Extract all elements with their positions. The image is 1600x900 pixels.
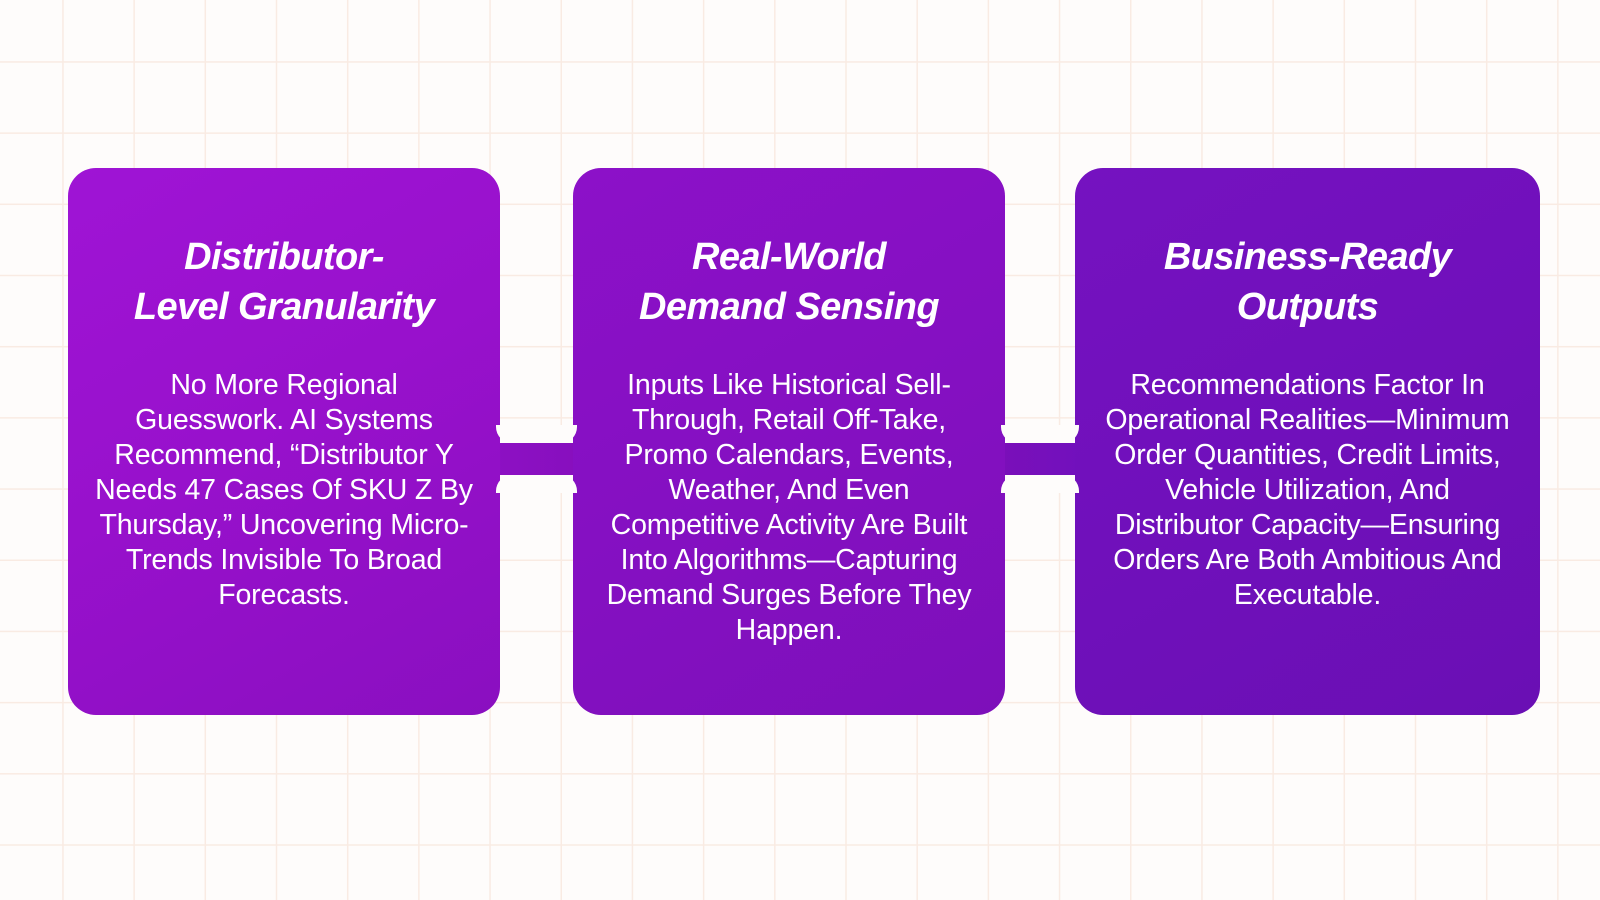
feature-card-title: Business-Ready Outputs	[1163, 236, 1452, 328]
feature-card-business-ready-outputs[interactable]: Business-Ready Outputs Recommendations F…	[1075, 168, 1540, 715]
feature-card-body: No More Regional Guesswork. AI Systems R…	[95, 369, 473, 611]
feature-card-body: Recommendations Factor In Operational Re…	[1105, 369, 1510, 611]
notch-fillet	[1001, 475, 1079, 493]
feature-card-real-world-demand-sensing[interactable]: Real-World Demand Sensing Inputs Like Hi…	[573, 168, 1005, 715]
feature-card-title: Distributor- Level Granularity	[133, 236, 435, 328]
card-connector-2-3	[1001, 443, 1079, 475]
feature-card-title: Real-World Demand Sensing	[639, 236, 939, 328]
notch-fillet	[496, 475, 577, 493]
feature-card-distributor-level-granularity[interactable]: Distributor- Level Granularity No More R…	[68, 168, 500, 715]
card-connector-1-2	[496, 443, 577, 475]
feature-card-body: Inputs Like Historical Sell-Through, Ret…	[606, 369, 972, 646]
